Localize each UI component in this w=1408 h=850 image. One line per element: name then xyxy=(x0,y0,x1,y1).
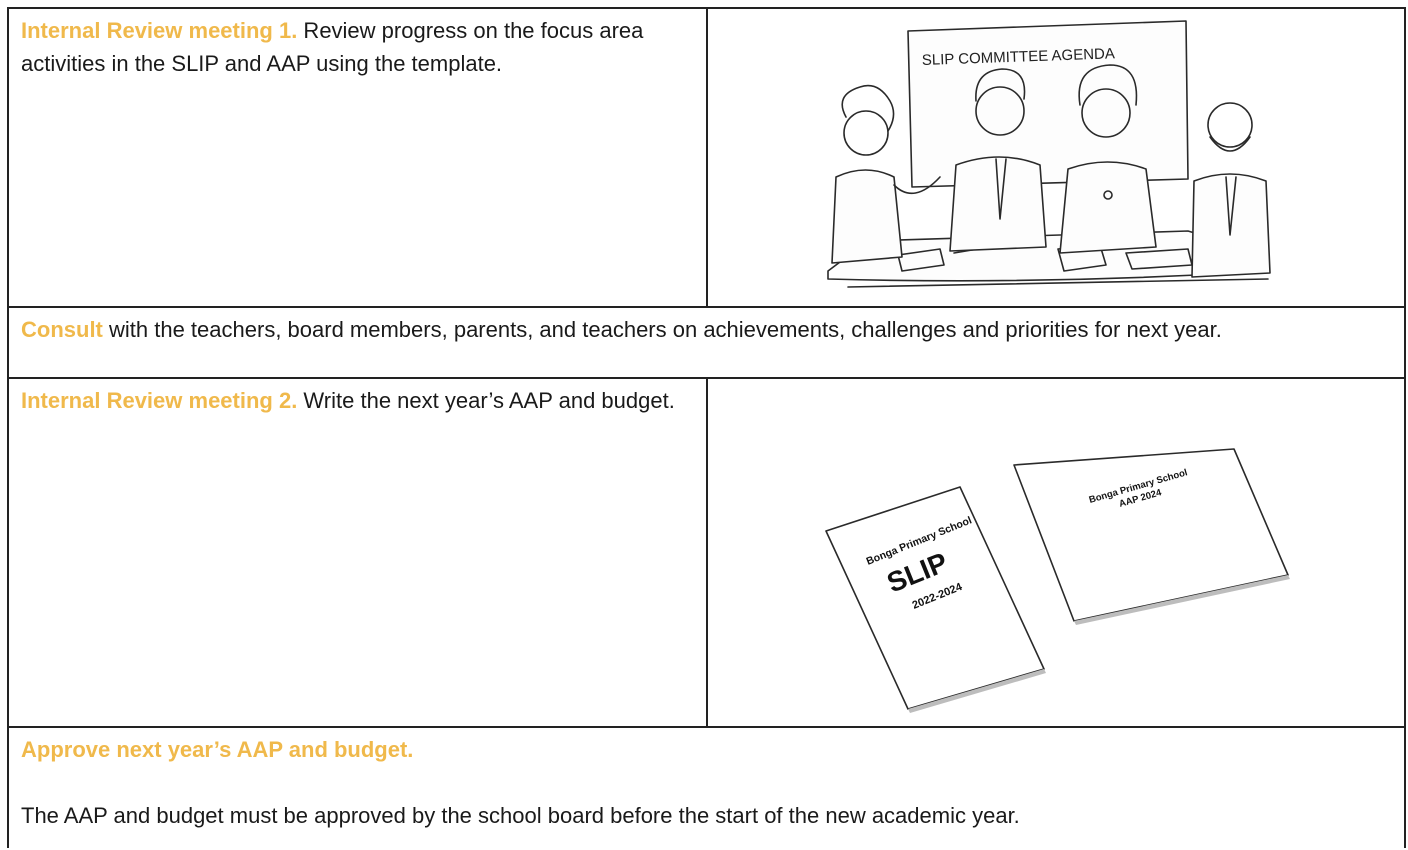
step-description: with the teachers, board members, parent… xyxy=(102,317,1222,342)
step-description: The AAP and budget must be approved by t… xyxy=(21,803,1020,828)
agenda-sign-text: SLIP COMMITTEE AGENDA xyxy=(922,45,1116,69)
person-3-head xyxy=(1081,88,1131,138)
step-cell: Approve next year’s AAP and budget. The … xyxy=(9,728,1404,850)
documents-illustration: Bonga Primary School SLIP 2022-2024 Bong… xyxy=(825,448,1290,713)
step-heading: Consult xyxy=(21,317,103,342)
step-cell: Consult with the teachers, board members… xyxy=(9,308,1404,377)
table-row: Internal Review meeting 1. Review progre… xyxy=(9,9,1404,308)
agenda-board xyxy=(907,20,1189,188)
step-description: Write the next year’s AAP and budget. xyxy=(297,388,675,413)
illustration-cell: SLIP COMMITTEE AGENDA xyxy=(708,9,1404,306)
committee-meeting-illustration: SLIP COMMITTEE AGENDA xyxy=(827,20,1271,288)
table-row: Internal Review meeting 2. Write the nex… xyxy=(9,379,1404,728)
step-description: Review progress on the focus area activi… xyxy=(21,18,644,76)
steps-table: Internal Review meeting 1. Review progre… xyxy=(7,7,1406,848)
table-row: Consult with the teachers, board members… xyxy=(9,308,1404,379)
person-2-head xyxy=(975,86,1025,136)
step-heading: Internal Review meeting 2. xyxy=(21,388,298,413)
person-1-head xyxy=(843,110,889,156)
step-cell: Internal Review meeting 2. Write the nex… xyxy=(9,379,708,726)
person-4-head xyxy=(1207,102,1253,148)
aap-document xyxy=(1013,448,1289,622)
step-cell: Internal Review meeting 1. Review progre… xyxy=(9,9,708,306)
illustration-cell: Bonga Primary School SLIP 2022-2024 Bong… xyxy=(708,379,1404,726)
step-heading: Approve next year’s AAP and budget. xyxy=(21,737,414,762)
step-heading: Internal Review meeting 1. xyxy=(21,18,298,43)
table-row: Approve next year’s AAP and budget. The … xyxy=(9,728,1404,850)
